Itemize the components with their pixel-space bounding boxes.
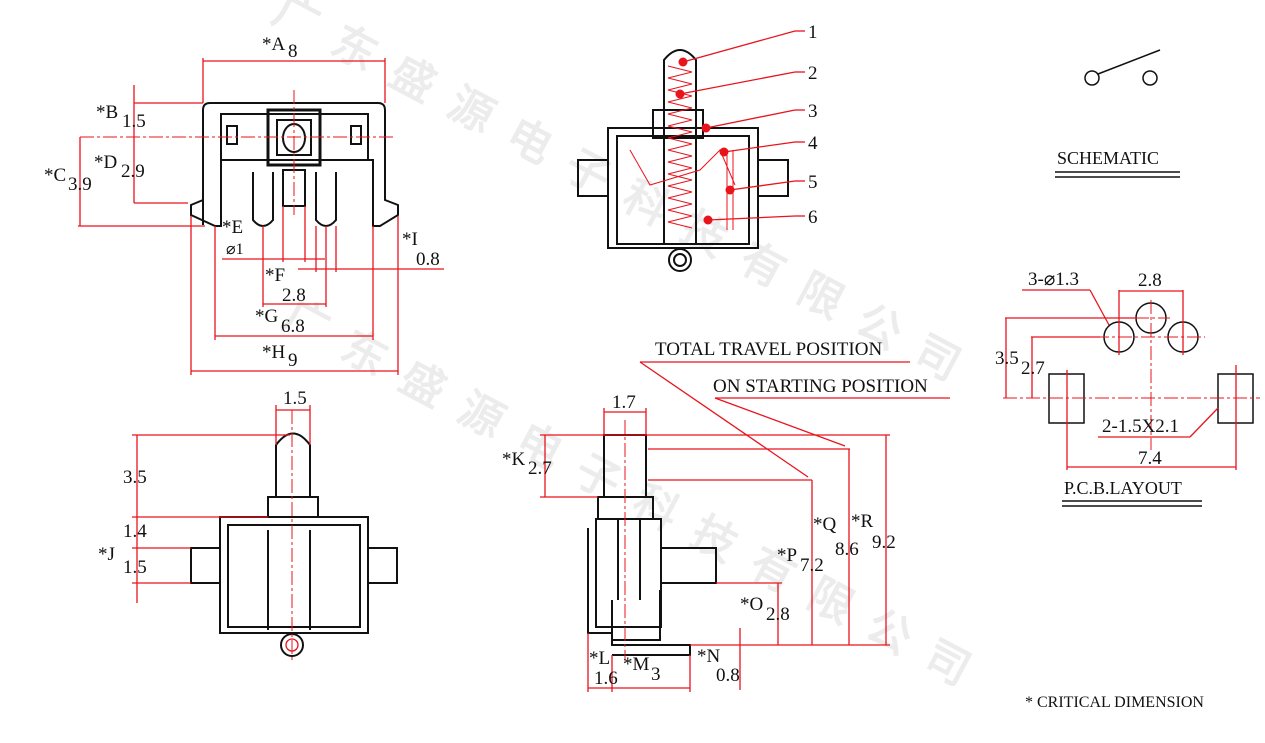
- dim-m-label: *M: [623, 654, 650, 675]
- dim-l-value: 1.6: [594, 668, 618, 689]
- front-height: 3.5: [123, 467, 147, 488]
- dim-j-label: *J: [98, 544, 115, 565]
- pcb-height-2-7: 2.7: [1021, 358, 1045, 379]
- dim-g-value: 6.8: [281, 316, 305, 337]
- dim-o-value: 2.8: [766, 604, 790, 625]
- dim-g-label: *G: [255, 306, 279, 327]
- callout-6: 6: [808, 207, 818, 228]
- pcb-pitch-label: 2.8: [1138, 270, 1162, 291]
- dim-b-value: 1.5: [122, 111, 146, 132]
- dim-a-label: *A: [262, 34, 286, 55]
- on-starting-label: ON STARTING POSITION: [713, 376, 928, 397]
- front-view: 1.5 3.5 1.4 *J 1.5: [98, 388, 398, 660]
- front-width: 1.5: [283, 388, 307, 409]
- section-view: 1 2 3 4 5 6: [577, 22, 818, 272]
- dim-k-value: 2.7: [528, 458, 552, 479]
- dim-p-label: *P: [777, 545, 797, 566]
- side-view: TOTAL TRAVEL POSITION ON STARTING POSITI…: [502, 339, 950, 692]
- dim-e-value: ⌀1: [226, 241, 244, 258]
- pcb-layout: 3-⌀1.3 2.8 3.5 2.7 2-1.5X2.1 7.4 P.C.B.L…: [995, 269, 1260, 507]
- dim-h-value: 9: [288, 350, 298, 371]
- pcb-height-3-5: 3.5: [995, 348, 1019, 369]
- dim-q-value: 8.6: [835, 539, 859, 560]
- dim-d-value: 2.9: [121, 161, 145, 182]
- dim-r-label: *R: [851, 511, 874, 532]
- dim-f-label: *F: [265, 265, 285, 286]
- front-d1: 1.4: [123, 521, 147, 542]
- callout-1: 1: [808, 22, 818, 43]
- dim-n-value: 0.8: [716, 665, 740, 686]
- schematic: SCHEMATIC: [1055, 49, 1180, 178]
- dim-k-label: *K: [502, 449, 526, 470]
- dim-h-label: *H: [262, 342, 286, 363]
- callout-5: 5: [808, 172, 818, 193]
- dim-r-value: 9.2: [872, 532, 896, 553]
- dim-o-label: *O: [740, 594, 763, 615]
- schematic-title: SCHEMATIC: [1057, 148, 1159, 168]
- dim-p-value: 7.2: [800, 555, 824, 576]
- pcb-holes-label: 3-⌀1.3: [1028, 269, 1079, 290]
- callout-3: 3: [808, 101, 818, 122]
- dim-q-label: *Q: [813, 514, 837, 535]
- callout-2: 2: [808, 63, 818, 84]
- pcb-title: P.C.B.LAYOUT: [1064, 478, 1182, 498]
- dim-i-value: 0.8: [416, 249, 440, 270]
- dim-l-label: *L: [589, 648, 610, 669]
- total-travel-label: TOTAL TRAVEL POSITION: [655, 339, 882, 360]
- callout-4: 4: [808, 133, 818, 154]
- critical-dimension-note: * CRITICAL DIMENSION: [1025, 694, 1204, 711]
- dim-b-label: *B: [96, 102, 118, 123]
- dim-d-label: *D: [94, 152, 117, 173]
- top-view: *A 8 *B 1.5 *C 3.9 *D 2.9 *E ⌀1 *F 2.8 *…: [44, 34, 444, 375]
- dim-j-value: 1.5: [123, 557, 147, 578]
- side-width: 1.7: [612, 392, 636, 413]
- dim-m-value: 3: [651, 664, 661, 685]
- dim-e-label: *E: [222, 217, 243, 238]
- dim-n-label: *N: [697, 646, 721, 667]
- dim-a-value: 8: [288, 41, 298, 62]
- dim-c-label: *C: [44, 165, 66, 186]
- dim-f-value: 2.8: [282, 285, 306, 306]
- pcb-pad-span: 7.4: [1138, 448, 1162, 469]
- pcb-pads-label: 2-1.5X2.1: [1102, 416, 1179, 437]
- dim-i-label: *I: [402, 229, 418, 250]
- dim-c-value: 3.9: [68, 174, 92, 195]
